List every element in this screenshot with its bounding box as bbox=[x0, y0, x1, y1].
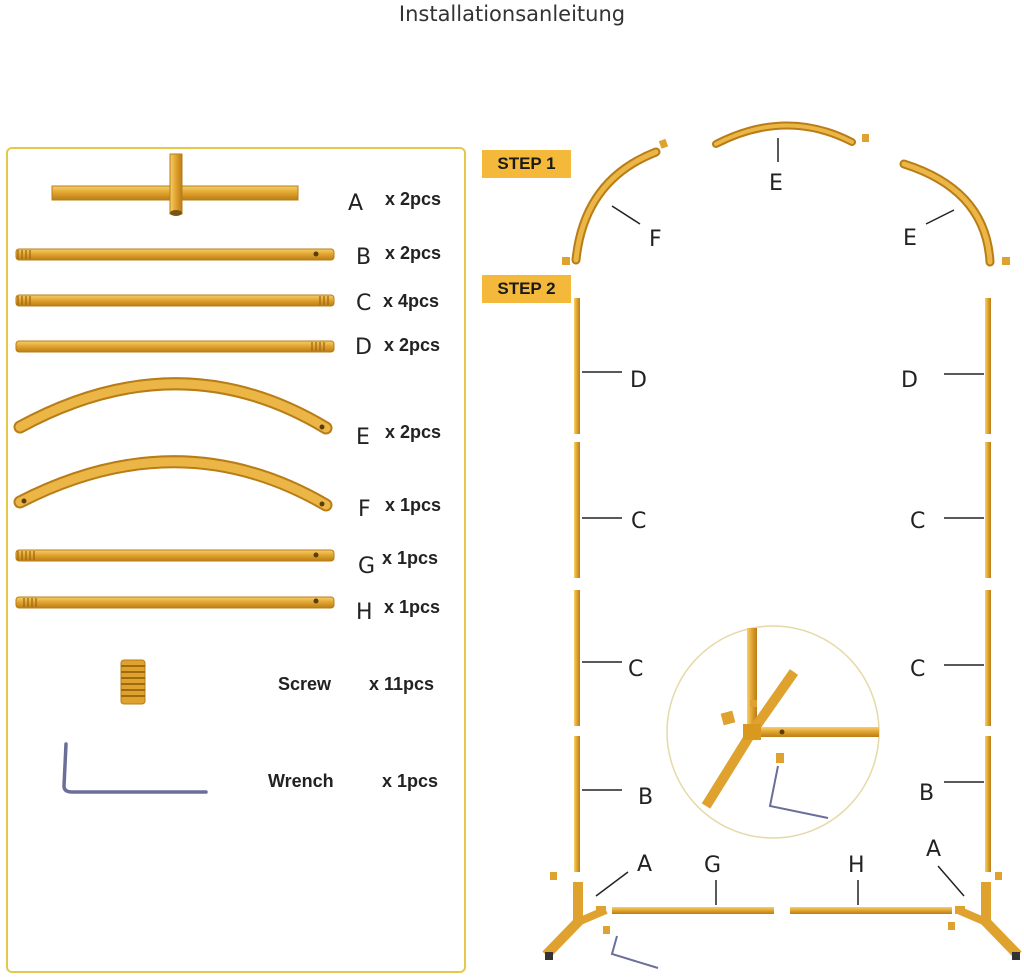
part-b-tube bbox=[15, 248, 335, 261]
part-d-qty: x 2pcs bbox=[384, 335, 441, 355]
screw-qty: x 11pcs bbox=[369, 674, 435, 694]
wrench-name: Wrench bbox=[268, 771, 334, 791]
part-e-qty: x 2pcs bbox=[385, 422, 442, 442]
part-b-letter: B bbox=[356, 245, 372, 270]
part-g-qty: x 1pcs bbox=[382, 548, 439, 568]
step-2-badge: STEP 2 bbox=[482, 275, 571, 303]
label-left-b: B bbox=[638, 785, 654, 810]
right-base-a bbox=[955, 872, 1022, 960]
arc-top-e bbox=[712, 121, 869, 148]
part-a-letter: A bbox=[348, 191, 364, 216]
part-g-tube bbox=[15, 549, 335, 562]
label-right-c1: C bbox=[910, 509, 926, 534]
wrench-qty: x 1pcs bbox=[382, 771, 439, 791]
part-f-arc bbox=[13, 455, 333, 512]
part-e-arc bbox=[13, 377, 333, 435]
parts-list-panel bbox=[6, 147, 466, 973]
label-top-arc: E bbox=[769, 171, 783, 196]
part-d-letter: D bbox=[355, 335, 372, 360]
part-e-letter: E bbox=[356, 425, 370, 450]
label-left-arc: F bbox=[649, 227, 662, 252]
label-bar-g: G bbox=[704, 853, 722, 878]
screw-name: Screw bbox=[278, 674, 332, 694]
part-g-letter: G bbox=[358, 554, 376, 579]
label-left-d: D bbox=[630, 368, 647, 393]
part-h-letter: H bbox=[356, 600, 373, 625]
part-h-tube bbox=[15, 596, 335, 609]
left-base-a bbox=[542, 872, 608, 960]
label-right-arc: E bbox=[903, 226, 917, 251]
label-left-c2: C bbox=[628, 657, 644, 682]
right-vertical-tubes bbox=[985, 298, 991, 872]
screw-icon bbox=[120, 659, 146, 705]
part-f-letter: F bbox=[358, 497, 371, 522]
bottom-bar-h bbox=[790, 907, 955, 930]
label-right-c2: C bbox=[910, 657, 926, 682]
leader-lines bbox=[582, 138, 984, 905]
label-bar-h: H bbox=[848, 853, 865, 878]
step-1-badge: STEP 1 bbox=[482, 150, 571, 178]
wrench-icon bbox=[62, 742, 208, 794]
label-left-a: A bbox=[637, 852, 653, 877]
label-right-a: A bbox=[926, 837, 942, 862]
part-c-tube bbox=[15, 294, 335, 307]
label-right-b: B bbox=[919, 781, 935, 806]
part-a-tube bbox=[51, 153, 299, 216]
label-left-c1: C bbox=[631, 509, 647, 534]
part-a-qty: x 2pcs bbox=[385, 189, 442, 209]
part-h-qty: x 1pcs bbox=[384, 597, 441, 617]
part-c-qty: x 4pcs bbox=[383, 291, 440, 311]
part-d-tube bbox=[15, 340, 335, 353]
part-f-qty: x 1pcs bbox=[385, 495, 442, 515]
part-c-letter: C bbox=[356, 291, 372, 316]
arc-right-e bbox=[899, 159, 1010, 267]
label-right-d: D bbox=[901, 368, 918, 393]
small-wrench-icon bbox=[610, 935, 659, 969]
left-vertical-tubes bbox=[574, 298, 580, 872]
arc-left-f bbox=[562, 138, 669, 265]
detail-magnifier bbox=[666, 625, 880, 839]
part-b-qty: x 2pcs bbox=[385, 243, 442, 263]
page-title: Installationsanleitung bbox=[398, 2, 626, 26]
bottom-bar-g bbox=[603, 907, 774, 934]
